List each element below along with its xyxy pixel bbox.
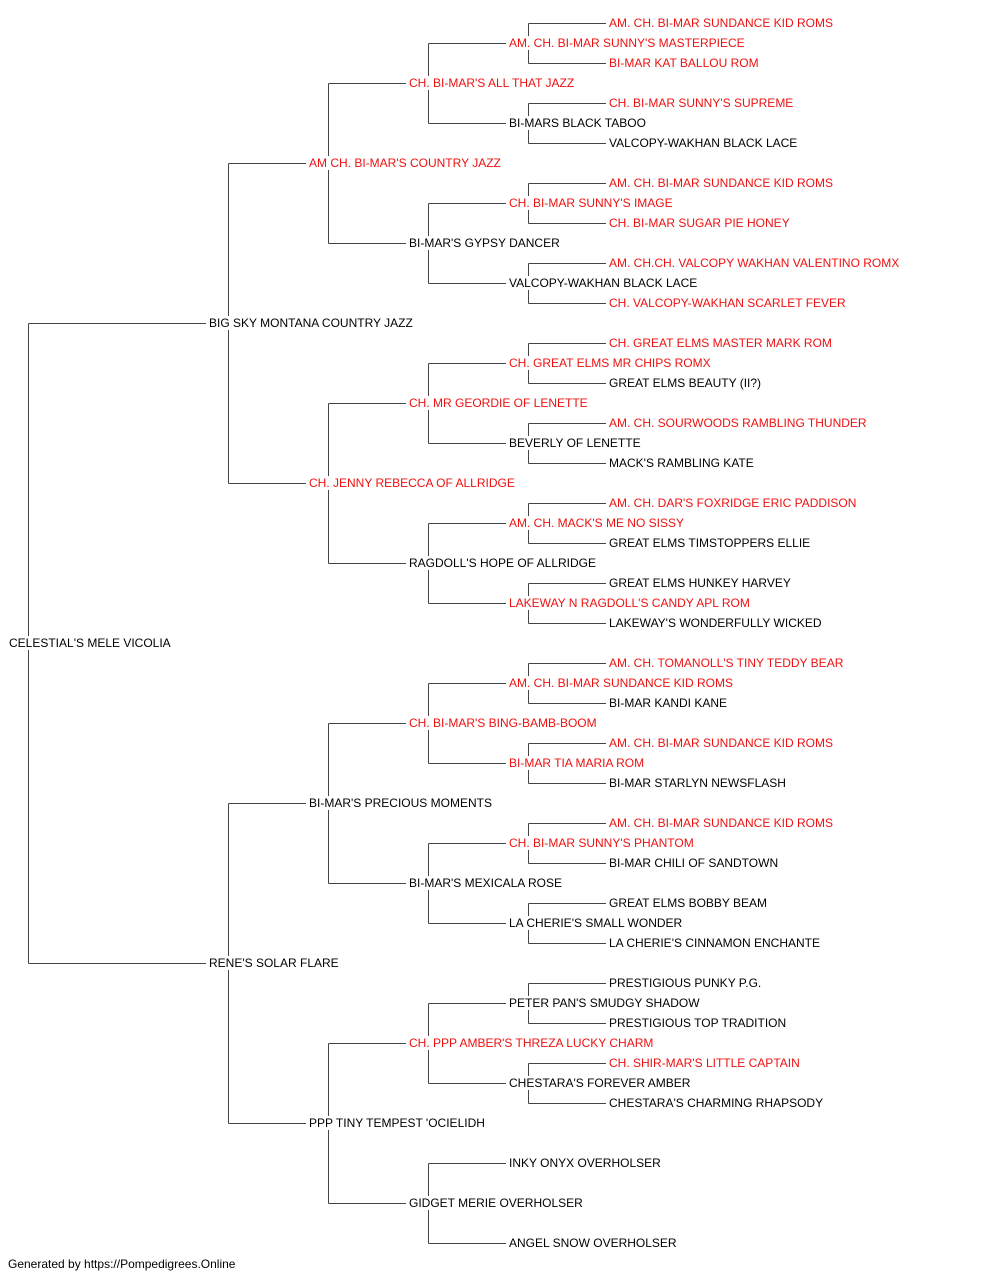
dog-name-bi-mars-black-taboo: BI-MARS BLACK TABOO [508, 116, 647, 130]
dog-name-bi-mar-s-precious-moments: BI-MAR'S PRECIOUS MOMENTS [308, 796, 493, 810]
dog-name-am-ch-bi-mar-sundance-kid-roms: AM. CH. BI-MAR SUNDANCE KID ROMS [608, 736, 835, 750]
dog-name-ch-bi-mar-sugar-pie-honey: CH. BI-MAR SUGAR PIE HONEY [608, 216, 791, 230]
dog-name-ch-bi-mar-s-bing-bamb-boom: CH. BI-MAR'S BING-BAMB-BOOM [408, 716, 598, 730]
dog-name-am-ch-bi-mar-sundance-kid-roms: AM. CH. BI-MAR SUNDANCE KID ROMS [608, 16, 835, 30]
dog-name-chestara-s-forever-amber: CHESTARA'S FOREVER AMBER [508, 1076, 692, 1090]
dog-name-ch-shir-mar-s-little-captain: CH. SHIR-MAR'S LITTLE CAPTAIN [608, 1056, 801, 1070]
dog-name-prestigious-top-tradition: PRESTIGIOUS TOP TRADITION [608, 1016, 788, 1030]
dog-name-great-elms-timstoppers-ellie: GREAT ELMS TIMSTOPPERS ELLIE [608, 536, 812, 550]
dog-name-ragdoll-s-hope-of-allridge: RAGDOLL'S HOPE OF ALLRIDGE [408, 556, 598, 570]
dog-name-bi-mar-chili-of-sandtown: BI-MAR CHILI OF SANDTOWN [608, 856, 780, 870]
footer-generated-by: Generated by https://Pompedigrees.Online [8, 1257, 236, 1271]
dog-name-ch-bi-mar-sunny-s-phantom: CH. BI-MAR SUNNY'S PHANTOM [508, 836, 695, 850]
dog-name-am-ch-ch-valcopy-wakhan-valentino-romx: AM. CH.CH. VALCOPY WAKHAN VALENTINO ROMX [608, 256, 901, 270]
dog-name-great-elms-hunkey-harvey: GREAT ELMS HUNKEY HARVEY [608, 576, 792, 590]
dog-name-ch-bi-mar-sunny-s-image: CH. BI-MAR SUNNY'S IMAGE [508, 196, 674, 210]
dog-name-celestial-s-mele-vicolia: CELESTIAL'S MELE VICOLIA [8, 636, 172, 650]
dog-name-bi-mar-kandi-kane: BI-MAR KANDI KANE [608, 696, 729, 710]
dog-name-inky-onyx-overholser: INKY ONYX OVERHOLSER [508, 1156, 662, 1170]
dog-name-valcopy-wakhan-black-lace: VALCOPY-WAKHAN BLACK LACE [508, 276, 699, 290]
dog-name-ch-great-elms-mr-chips-romx: CH. GREAT ELMS MR CHIPS ROMX [508, 356, 712, 370]
dog-name-ch-valcopy-wakhan-scarlet-fever: CH. VALCOPY-WAKHAN SCARLET FEVER [608, 296, 847, 310]
dog-name-lakeway-n-ragdoll-s-candy-apl-rom: LAKEWAY N RAGDOLL'S CANDY APL ROM [508, 596, 751, 610]
dog-name-am-ch-bi-mar-sundance-kid-roms: AM. CH. BI-MAR SUNDANCE KID ROMS [608, 176, 835, 190]
dog-name-ch-great-elms-master-mark-rom: CH. GREAT ELMS MASTER MARK ROM [608, 336, 833, 350]
dog-name-gidget-merie-overholser: GIDGET MERIE OVERHOLSER [408, 1196, 584, 1210]
dog-name-bi-mar-s-mexicala-rose: BI-MAR'S MEXICALA ROSE [408, 876, 563, 890]
dog-name-peter-pan-s-smudgy-shadow: PETER PAN'S SMUDGY SHADOW [508, 996, 701, 1010]
dog-name-beverly-of-lenette: BEVERLY OF LENETTE [508, 436, 642, 450]
dog-name-bi-mar-tia-maria-rom: BI-MAR TIA MARIA ROM [508, 756, 646, 770]
dog-name-am-ch-bi-mar-sundance-kid-roms: AM. CH. BI-MAR SUNDANCE KID ROMS [508, 676, 735, 690]
dog-name-am-ch-sourwoods-rambling-thunder: AM. CH. SOURWOODS RAMBLING THUNDER [608, 416, 868, 430]
dog-name-bi-mar-starlyn-newsflash: BI-MAR STARLYN NEWSFLASH [608, 776, 787, 790]
dog-name-great-elms-beauty-ii: GREAT ELMS BEAUTY (II?) [608, 376, 763, 390]
dog-name-prestigious-punky-p-g: PRESTIGIOUS PUNKY P.G. [608, 976, 763, 990]
dog-name-am-ch-tomanoll-s-tiny-teddy-bear: AM. CH. TOMANOLL'S TINY TEDDY BEAR [608, 656, 845, 670]
dog-name-bi-mar-kat-ballou-rom: BI-MAR KAT BALLOU ROM [608, 56, 760, 70]
dog-name-lakeway-s-wonderfully-wicked: LAKEWAY'S WONDERFULLY WICKED [608, 616, 823, 630]
dog-name-ch-ppp-amber-s-threza-lucky-charm: CH. PPP AMBER'S THREZA LUCKY CHARM [408, 1036, 655, 1050]
dog-name-valcopy-wakhan-black-lace: VALCOPY-WAKHAN BLACK LACE [608, 136, 799, 150]
dog-name-rene-s-solar-flare: RENE'S SOLAR FLARE [208, 956, 340, 970]
dog-name-angel-snow-overholser: ANGEL SNOW OVERHOLSER [508, 1236, 678, 1250]
dog-name-am-ch-mack-s-me-no-sissy: AM. CH. MACK'S ME NO SISSY [508, 516, 685, 530]
dog-name-am-ch-bi-mar-s-country-jazz: AM CH. BI-MAR'S COUNTRY JAZZ [308, 156, 502, 170]
dog-name-big-sky-montana-country-jazz: BIG SKY MONTANA COUNTRY JAZZ [208, 316, 414, 330]
dog-name-ppp-tiny-tempest-ocielidh: PPP TINY TEMPEST 'OCIELIDH [308, 1116, 486, 1130]
dog-name-ch-bi-mar-sunny-s-supreme: CH. BI-MAR SUNNY'S SUPREME [608, 96, 795, 110]
dog-name-am-ch-bi-mar-sundance-kid-roms: AM. CH. BI-MAR SUNDANCE KID ROMS [608, 816, 835, 830]
dog-name-great-elms-bobby-beam: GREAT ELMS BOBBY BEAM [608, 896, 769, 910]
dog-name-mack-s-rambling-kate: MACK'S RAMBLING KATE [608, 456, 755, 470]
dog-name-am-ch-dar-s-foxridge-eric-paddison: AM. CH. DAR'S FOXRIDGE ERIC PADDISON [608, 496, 858, 510]
dog-name-bi-mar-s-gypsy-dancer: BI-MAR'S GYPSY DANCER [408, 236, 561, 250]
dog-name-am-ch-bi-mar-sunny-s-masterpiece: AM. CH. BI-MAR SUNNY'S MASTERPIECE [508, 36, 746, 50]
dog-name-ch-jenny-rebecca-of-allridge: CH. JENNY REBECCA OF ALLRIDGE [308, 476, 516, 490]
dog-name-la-cherie-s-cinnamon-enchante: LA CHERIE'S CINNAMON ENCHANTE [608, 936, 821, 950]
dog-name-ch-mr-geordie-of-lenette: CH. MR GEORDIE OF LENETTE [408, 396, 589, 410]
dog-name-chestara-s-charming-rhapsody: CHESTARA'S CHARMING RHAPSODY [608, 1096, 825, 1110]
dog-name-ch-bi-mar-s-all-that-jazz: CH. BI-MAR'S ALL THAT JAZZ [408, 76, 576, 90]
dog-name-la-cherie-s-small-wonder: LA CHERIE'S SMALL WONDER [508, 916, 684, 930]
